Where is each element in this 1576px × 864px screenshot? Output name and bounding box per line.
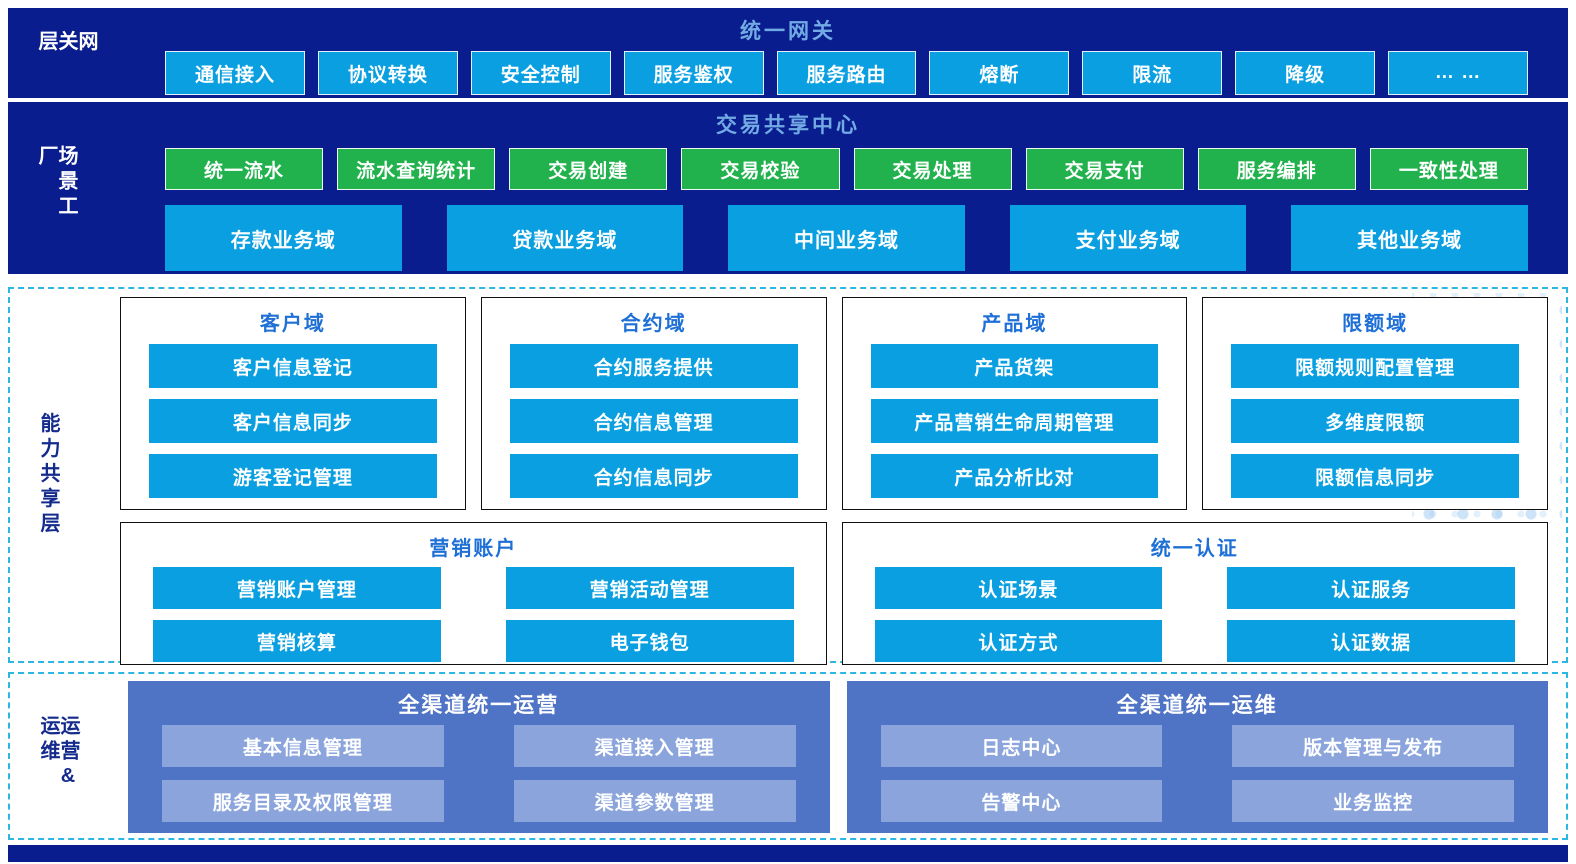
capability-item: 限额规则配置管理	[1231, 344, 1519, 388]
gateway-title: 统一网关	[740, 20, 836, 43]
ops-box-maintenance: 全渠道统一运维 日志中心 版本管理与发布 告警中心 业务监控	[846, 681, 1548, 833]
layer-label-scenario-factory: 场景工厂	[35, 145, 77, 220]
capability-item: 营销账户管理	[153, 567, 441, 609]
transaction-capability: 统一流水	[165, 148, 324, 190]
footer-bar	[8, 845, 1568, 862]
domain-box-contract: 合约域 合约服务提供 合约信息管理 合约信息同步	[480, 297, 827, 510]
gateway-button: 熔断	[929, 51, 1070, 95]
capability-item: 合约信息同步	[509, 454, 798, 498]
ops-box-title: 全渠道统一运维	[1116, 694, 1278, 717]
domain-box-unified-auth: 统一认证 认证场景 认证服务 认证方式 认证数据	[841, 522, 1548, 665]
business-domain: 支付业务域	[1009, 205, 1247, 271]
ops-item: 渠道接入管理	[513, 725, 796, 767]
capability-item: 认证服务	[1227, 567, 1515, 609]
gateway-button: 安全控制	[470, 51, 611, 95]
gateway-button: 通信接入	[165, 51, 305, 95]
scenario-factory-layer: 场景工厂 交易共享中心 统一流水 流水查询统计 交易创建 交易校验 交易处理 交…	[8, 102, 1568, 274]
domain-box-product: 产品域 产品货架 产品营销生命周期管理 产品分析比对	[841, 297, 1188, 510]
gateway-button-row: 通信接入 协议转换 安全控制 服务鉴权 服务路由 熔断 限流 降级 … …	[8, 51, 1568, 95]
transaction-center-title: 交易共享中心	[716, 114, 860, 137]
domain-title: 限额域	[1342, 313, 1409, 335]
domain-box-limit: 限额域 限额规则配置管理 多维度限额 限额信息同步	[1202, 297, 1548, 510]
ops-item: 告警中心	[880, 780, 1163, 822]
capability-item: 产品分析比对	[870, 454, 1159, 498]
capability-item: 多维度限额	[1231, 399, 1519, 443]
gateway-button: 限流	[1082, 51, 1223, 95]
domain-title: 产品域	[981, 313, 1048, 335]
transaction-capability-row: 统一流水 流水查询统计 交易创建 交易校验 交易处理 交易支付 服务编排 一致性…	[8, 148, 1568, 190]
business-domain: 存款业务域	[165, 205, 402, 271]
domain-box-marketing-account: 营销账户 营销账户管理 营销活动管理 营销核算 电子钱包	[120, 522, 827, 665]
transaction-capability: 交易支付	[1025, 148, 1184, 190]
capability-item: 电子钱包	[505, 620, 794, 662]
capability-item: 客户信息登记	[149, 344, 437, 388]
ops-box-operation: 全渠道统一运营 基本信息管理 渠道接入管理 服务目录及权限管理 渠道参数管理	[128, 681, 830, 833]
capability-item: 营销核算	[153, 620, 441, 662]
ops-item: 基本信息管理	[162, 725, 444, 767]
capability-item: 产品营销生命周期管理	[870, 399, 1159, 443]
capability-item: 游客登记管理	[149, 454, 437, 498]
business-domain: 其他业务域	[1291, 205, 1528, 271]
ops-layer: 运营&运维 全渠道统一运营 基本信息管理 渠道接入管理 服务目录及权限管理 渠道…	[8, 672, 1568, 840]
wide-domain-row: 营销账户 营销账户管理 营销活动管理 营销核算 电子钱包 统一认证 认证场景 认…	[120, 522, 1548, 665]
capability-item: 产品货架	[870, 344, 1159, 388]
business-domain: 中间业务域	[728, 205, 965, 271]
layer-label-gateway: 网关层	[35, 30, 97, 56]
gateway-button-ellipsis: … …	[1388, 51, 1529, 95]
ops-box-row: 全渠道统一运营 基本信息管理 渠道接入管理 服务目录及权限管理 渠道参数管理 全…	[128, 681, 1548, 833]
capability-item: 认证数据	[1227, 620, 1515, 662]
domain-title: 营销账户	[429, 538, 518, 560]
domain-title: 合约域	[620, 313, 687, 335]
transaction-capability: 流水查询统计	[337, 148, 496, 190]
domain-title: 客户域	[259, 313, 326, 335]
ops-item: 服务目录及权限管理	[162, 780, 444, 822]
capability-item: 限额信息同步	[1231, 454, 1519, 498]
capability-item: 客户信息同步	[149, 399, 437, 443]
domain-title: 统一认证	[1150, 538, 1239, 560]
ops-item: 版本管理与发布	[1232, 725, 1514, 767]
capability-item: 合约服务提供	[509, 344, 798, 388]
ops-item: 业务监控	[1232, 780, 1514, 822]
transaction-capability: 服务编排	[1197, 148, 1356, 190]
business-domain: 贷款业务域	[446, 205, 684, 271]
layer-label-capability: 能力共享层	[37, 412, 59, 538]
layer-label-ops: 运营&运维	[37, 715, 79, 792]
domain-box-customer: 客户域 客户信息登记 客户信息同步 游客登记管理	[120, 297, 466, 510]
gateway-layer: 网关层 统一网关 通信接入 协议转换 安全控制 服务鉴权 服务路由 熔断 限流 …	[8, 8, 1568, 98]
domain-box-row: 客户域 客户信息登记 客户信息同步 游客登记管理 合约域 合约服务提供 合约信息…	[120, 297, 1548, 510]
capability-sharing-layer: 能力共享层 客户域 客户信息登记 客户信息同步 游客登记管理 合约域 合约服务提…	[8, 287, 1568, 665]
gateway-button: 服务鉴权	[623, 51, 764, 95]
transaction-capability: 交易校验	[681, 148, 840, 190]
ops-item: 日志中心	[880, 725, 1163, 767]
capability-item: 认证方式	[874, 620, 1163, 662]
gateway-button: 降级	[1235, 51, 1376, 95]
transaction-capability: 一致性处理	[1369, 148, 1528, 190]
ops-item: 渠道参数管理	[513, 780, 796, 822]
ops-box-title: 全渠道统一运营	[398, 694, 560, 717]
capability-item: 认证场景	[874, 567, 1163, 609]
transaction-capability: 交易创建	[509, 148, 668, 190]
gateway-button: 服务路由	[776, 51, 917, 95]
gateway-button: 协议转换	[317, 51, 458, 95]
transaction-capability: 交易处理	[853, 148, 1012, 190]
capability-item: 合约信息管理	[509, 399, 798, 443]
business-domain-row: 存款业务域 贷款业务域 中间业务域 支付业务域 其他业务域	[8, 205, 1568, 271]
capability-item: 营销活动管理	[505, 567, 794, 609]
